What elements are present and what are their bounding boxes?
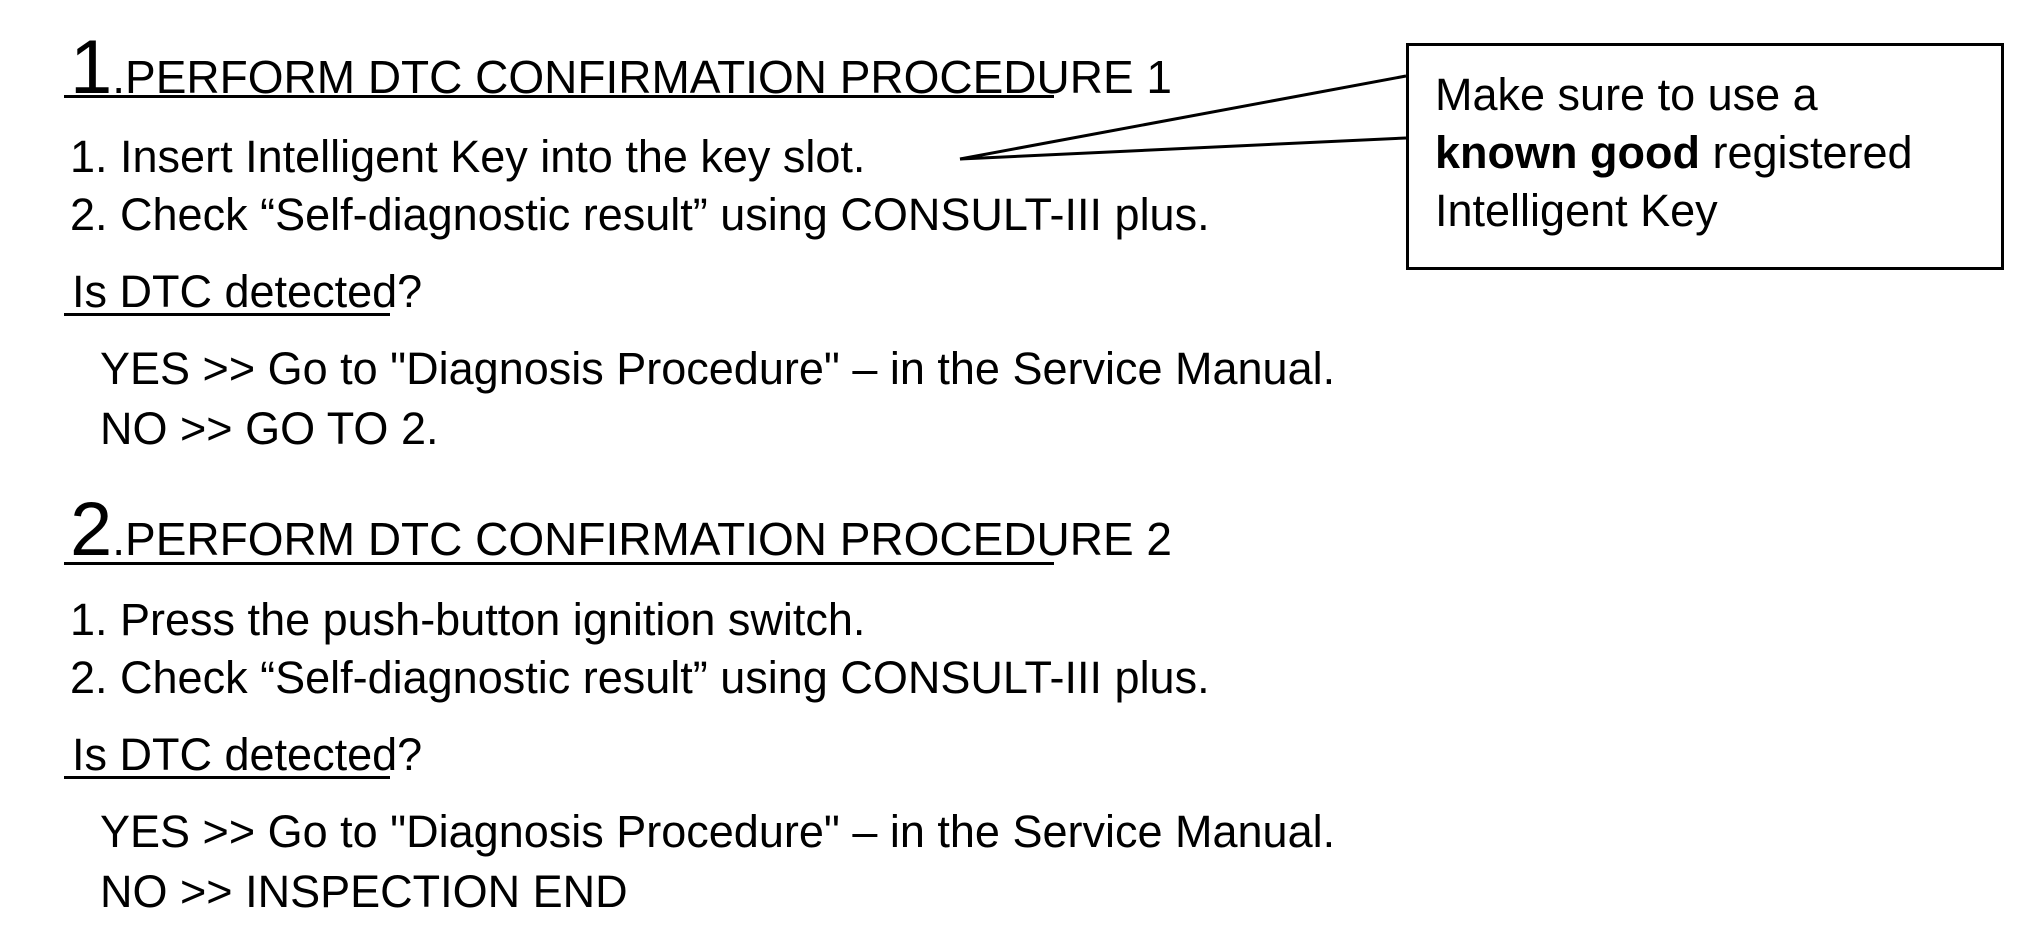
callout-line-2: known good registered <box>1435 124 1913 182</box>
step-2-instruction-2: 2. Check “Self-diagnostic result” using … <box>70 652 1210 703</box>
step-2-title: .PERFORM DTC CONFIRMATION PROCEDURE 2 <box>112 513 1173 565</box>
step-1-instruction-1: 1. Insert Intelligent Key into the key s… <box>70 131 866 182</box>
step-1-question: Is DTC detected? <box>72 266 423 317</box>
callout-line-3: Intelligent Key <box>1435 185 1718 236</box>
step-2-question: Is DTC detected? <box>72 729 423 780</box>
callout-text: Make sure to use a known good registered… <box>1435 66 1913 240</box>
step-1-answer-yes: YES >> Go to "Diagnosis Procedure" – in … <box>100 343 1336 394</box>
step-2-answer-yes: YES >> Go to "Diagnosis Procedure" – in … <box>100 806 1336 857</box>
step-2-answer-no: NO >> INSPECTION END <box>100 866 628 917</box>
callout-line-1: Make sure to use a <box>1435 69 1818 120</box>
callout-emphasis: known good <box>1435 127 1700 178</box>
step-1-heading-rule <box>64 95 1054 98</box>
step-1-number: 1 <box>70 25 113 110</box>
step-1-answer-no: NO >> GO TO 2. <box>100 403 439 454</box>
step-2-heading: 2.PERFORM DTC CONFIRMATION PROCEDURE 2 <box>70 492 1172 568</box>
callout-line-2-rest: registered <box>1699 127 1913 178</box>
step-2-heading-rule <box>64 562 1054 565</box>
step-1-question-rule <box>64 313 390 316</box>
callout-box <box>1406 43 2004 270</box>
callout-leader-lower <box>959 136 1407 161</box>
step-2-instruction-1: 1. Press the push-button ignition switch… <box>70 594 866 645</box>
step-1-instruction-2: 2. Check “Self-diagnostic result” using … <box>70 189 1210 240</box>
step-2-number: 2 <box>70 487 113 572</box>
step-2-question-rule <box>64 776 390 779</box>
